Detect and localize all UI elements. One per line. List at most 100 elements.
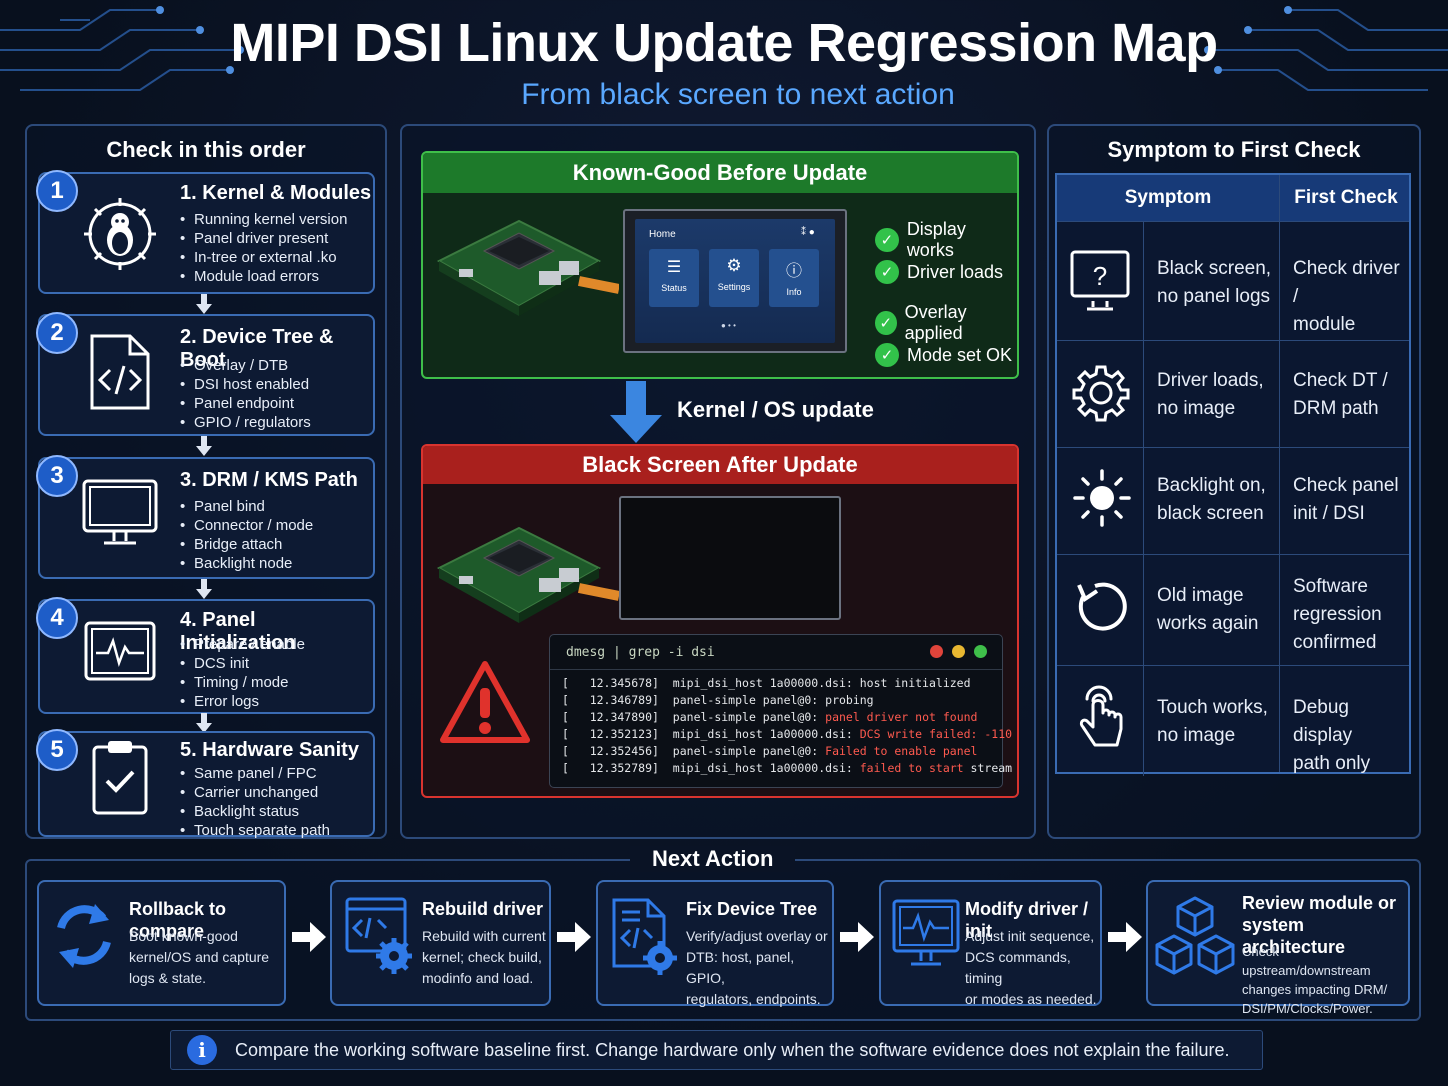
check-label: Mode set OK: [907, 344, 1013, 365]
step-checklist: Running kernel version Panel driver pres…: [180, 210, 347, 286]
circuit-decoration-right-icon: [1204, 6, 1448, 91]
step-item: DCS init: [180, 654, 305, 673]
monitor-wave-icon: [892, 899, 960, 966]
action-title: Rebuild driver: [422, 899, 544, 919]
black-screen-box: Black Screen After Update dmesg | grep -…: [421, 444, 1019, 798]
action-description: Adjust init sequence,DCS commands, timin…: [965, 928, 1097, 1007]
table-row: Black screen,no panel logs: [1157, 258, 1272, 307]
step-item: Overlay / DTB: [180, 356, 311, 375]
table-row: Driver loads,no image: [1157, 370, 1264, 419]
step-item: GPIO / regulators: [180, 413, 311, 432]
terminal-command: dmesg | grep -i dsi: [566, 645, 715, 660]
step-checklist: Panel bind Connector / mode Bridge attac…: [180, 497, 313, 573]
terminal-log: [ 12.345678] mipi_dsi_host 1a00000.dsi: …: [562, 675, 1012, 777]
check-label: Display works: [906, 219, 966, 260]
touch-hand-icon: [1079, 685, 1123, 747]
step-item: Module load errors: [180, 267, 347, 286]
window-close-dot: [930, 645, 943, 658]
down-arrow-icon: [196, 294, 212, 314]
step-item: Running kernel version: [180, 210, 347, 229]
warning-icon: [440, 661, 530, 743]
step-checklist: Overlay / DTB DSI host enabled Panel end…: [180, 356, 311, 432]
right-arrow-icon: [1108, 922, 1142, 952]
check-mode-set: ✓Mode set OK: [875, 343, 1012, 367]
step-item: In-tree or external .ko: [180, 248, 347, 267]
compute-board-icon: [436, 219, 619, 316]
window-maximize-dot: [974, 645, 987, 658]
page-title: MIPI DSI Linux Update Regression Map: [230, 13, 1218, 73]
table-row: Backlight on,black screen: [1157, 475, 1266, 524]
page-subtitle: From black screen to next action: [521, 78, 955, 111]
column-header-first-check: First Check: [1294, 187, 1398, 208]
step-number-badge: 3: [36, 455, 78, 497]
check-display-works: ✓Display works: [875, 219, 1017, 261]
status-tile-icon: ☰: [666, 259, 682, 276]
right-arrow-icon: [840, 922, 874, 952]
log-line: [ 12.347890] panel-simple panel@0: panel…: [562, 710, 978, 724]
step-item: Same panel / FPC: [180, 764, 330, 783]
table-row: Touch works,no image: [1157, 697, 1268, 746]
check-label: Overlay applied: [904, 302, 967, 343]
down-arrow-icon: [196, 713, 212, 733]
down-arrow-icon: [196, 436, 212, 456]
log-line: [ 12.352456] panel-simple panel@0: Faile…: [562, 744, 978, 758]
step-item: Bridge attach: [180, 535, 313, 554]
step-drm-kms-path: 3 3. DRM / KMS Path Panel bind Connector…: [36, 455, 375, 579]
linux-gear-icon: [84, 198, 156, 270]
waveform-icon: [84, 621, 156, 681]
log-line: [ 12.346789] panel-simple panel@0: probi…: [562, 693, 874, 707]
step-kernel-modules: 1 1. Kernel & Modules Running kernel ver…: [36, 170, 375, 294]
table-header: [1057, 175, 1409, 221]
check-icon: ✓: [875, 311, 897, 335]
symptom-table: Symptom First Check ? Black screen,no pa…: [1055, 173, 1411, 776]
step-item: Carrier unchanged: [180, 783, 330, 802]
cubes-icon: [1155, 896, 1235, 975]
info-tile: ⓘ Info: [769, 249, 819, 307]
step-checklist: Prepare / enable DCS init Timing / mode …: [180, 635, 305, 711]
step-item: DSI host enabled: [180, 375, 311, 394]
table-cell-check: Check driver /module: [1293, 258, 1400, 335]
settings-tile-icon: ⚙: [726, 256, 742, 275]
check-order-title: Check in this order: [106, 137, 306, 162]
step-item: Panel endpoint: [180, 394, 311, 413]
step-panel-initialization: 4 4. Panel Initialization Prepare / enab…: [36, 597, 375, 714]
action-title: Modify driver / init: [965, 899, 1089, 941]
action-title: Fix Device Tree: [686, 899, 818, 919]
black-display-screen: [619, 496, 841, 620]
table-cell-check: Check DT /DRM path: [1293, 370, 1388, 419]
check-driver-loads: ✓Driver loads: [875, 260, 1003, 284]
code-gear-icon: [345, 897, 412, 974]
settings-tile-label: Settings: [717, 282, 751, 292]
log-line: [ 12.345678] mipi_dsi_host 1a00000.dsi: …: [562, 676, 971, 690]
log-line: [ 12.352123] mipi_dsi_host 1a00000.dsi: …: [562, 727, 1013, 741]
next-action-title: Next Action: [630, 846, 796, 872]
log-line: [ 12.352789] mipi_dsi_host 1a00000.dsi: …: [562, 761, 1013, 775]
monitor-icon: [82, 479, 158, 545]
known-good-title: Known-Good Before Update: [423, 153, 1017, 193]
step-item: Backlight node: [180, 554, 313, 573]
dmesg-terminal: dmesg | grep -i dsi [ 12.345678] mipi_ds…: [549, 634, 1012, 788]
step-checklist: Same panel / FPC Carrier unchanged Backl…: [180, 764, 330, 840]
info-tile-icon: ⓘ: [785, 263, 802, 280]
question-monitor-icon: ?: [1070, 250, 1130, 311]
action-modify-driver: Modify driver / init Adjust init sequenc…: [879, 880, 1102, 1007]
rollback-icon: [1077, 582, 1127, 631]
step-item: Connector / mode: [180, 516, 313, 535]
right-arrow-icon: [292, 922, 326, 952]
step-title: 5. Hardware Sanity: [180, 739, 359, 761]
footer-note-text: Compare the working software baseline fi…: [235, 1039, 1230, 1060]
step-item: Panel driver present: [180, 229, 347, 248]
compute-board-icon: [436, 526, 619, 623]
step-item: Backlight status: [180, 802, 330, 821]
circuit-decoration-left-icon: [0, 6, 244, 91]
check-label: Driver loads: [907, 261, 1004, 282]
file-gear-icon: [612, 898, 677, 975]
